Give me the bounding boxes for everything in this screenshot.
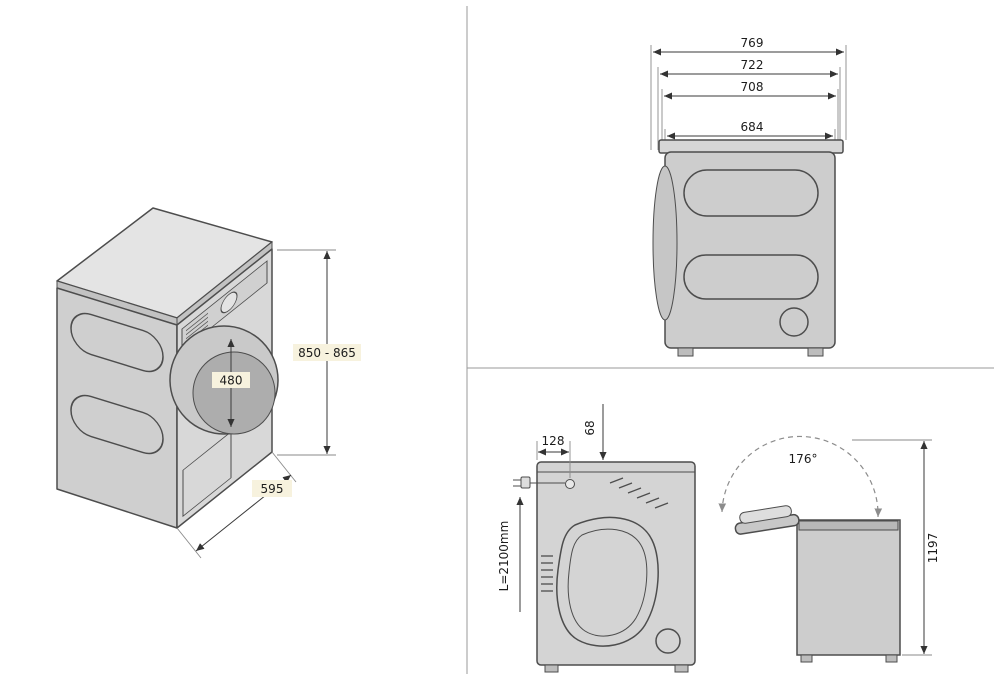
stadium-vent-top [70, 312, 164, 373]
dim-label-angle: 176° [789, 452, 818, 466]
dim-label-769: 769 [741, 36, 764, 50]
dim-label-depth: 595 [261, 482, 284, 496]
dim-label-bg-480 [212, 372, 250, 388]
lid-open-view: 176° 1197 [718, 435, 940, 663]
dim-label-bg-height [293, 344, 361, 361]
dim-label-128: 128 [542, 434, 565, 448]
duct-inner [567, 528, 648, 637]
vent-slats-left [541, 555, 553, 592]
foot-right [885, 654, 898, 663]
dim-open-height: 1197 [852, 439, 940, 656]
iso-view: 480 850 - 865 595 [56, 207, 361, 559]
dim-label-722: 722 [741, 58, 764, 72]
door-glass [192, 351, 276, 435]
control-knob [220, 291, 238, 314]
foot-right [674, 664, 689, 673]
left-face [56, 287, 178, 529]
drain-cap [779, 307, 809, 337]
dim-label-708: 708 [741, 80, 764, 94]
dim-door-diameter: 480 [212, 339, 250, 427]
dryer-body-side [652, 139, 844, 357]
dim-width-684: 684 [667, 120, 833, 140]
duct-outer [556, 516, 659, 647]
cabinet [664, 151, 836, 349]
stadium-vent-bottom [70, 394, 164, 455]
cord-anchor [565, 479, 575, 489]
dim-depth: 595 [176, 451, 297, 559]
dim-68: 68 [583, 404, 607, 460]
dim-lid-angle: 176° [718, 435, 883, 518]
cabinet-shell [536, 461, 696, 666]
foot-right [807, 347, 824, 357]
vent-louvers-top [609, 477, 669, 509]
emboss-top [683, 169, 819, 217]
top-cap [658, 139, 844, 154]
dim-label-684: 684 [741, 120, 764, 134]
dim-width-722: 722 [660, 58, 838, 78]
door-bulge [652, 165, 678, 321]
dim-width-769: 769 [653, 36, 844, 56]
foot-left [544, 664, 559, 673]
power-plug [513, 476, 565, 489]
dim-cord-length: L=2100mm [497, 497, 524, 612]
dim-label-cord-length: L=2100mm [497, 521, 511, 592]
cabinet-shell [796, 519, 901, 656]
cabinet-internal [536, 461, 696, 673]
foot-left [800, 654, 813, 663]
dim-label-height: 850 - 865 [298, 346, 356, 360]
width-dimensions: 769 722 708 684 [650, 36, 847, 152]
extension-lines [650, 45, 847, 152]
ext-rear [271, 451, 297, 483]
ext-front [176, 527, 202, 559]
dim-label-68: 68 [583, 420, 597, 435]
side-vent-panels [70, 312, 164, 455]
open-lid [734, 505, 800, 535]
pump-cap [655, 628, 681, 654]
open-top-rim [798, 520, 899, 531]
plug-body [520, 476, 531, 489]
lid-swing-arc [718, 435, 883, 518]
emboss-bottom [683, 254, 819, 300]
cabinet-open [796, 519, 901, 663]
dim-128: 128 [536, 434, 571, 478]
side-open-view: 128 68 L=2100mm [497, 404, 696, 673]
dim-label-bg-depth [252, 480, 292, 497]
dim-width-708: 708 [664, 80, 836, 100]
condenser-duct [556, 516, 659, 647]
dim-label-open-height: 1197 [926, 533, 940, 564]
side-view: 769 722 708 684 [650, 36, 847, 357]
dim-height: 850 - 865 [277, 249, 361, 456]
foot-left [677, 347, 694, 357]
dim-label-door-diameter: 480 [220, 374, 243, 388]
